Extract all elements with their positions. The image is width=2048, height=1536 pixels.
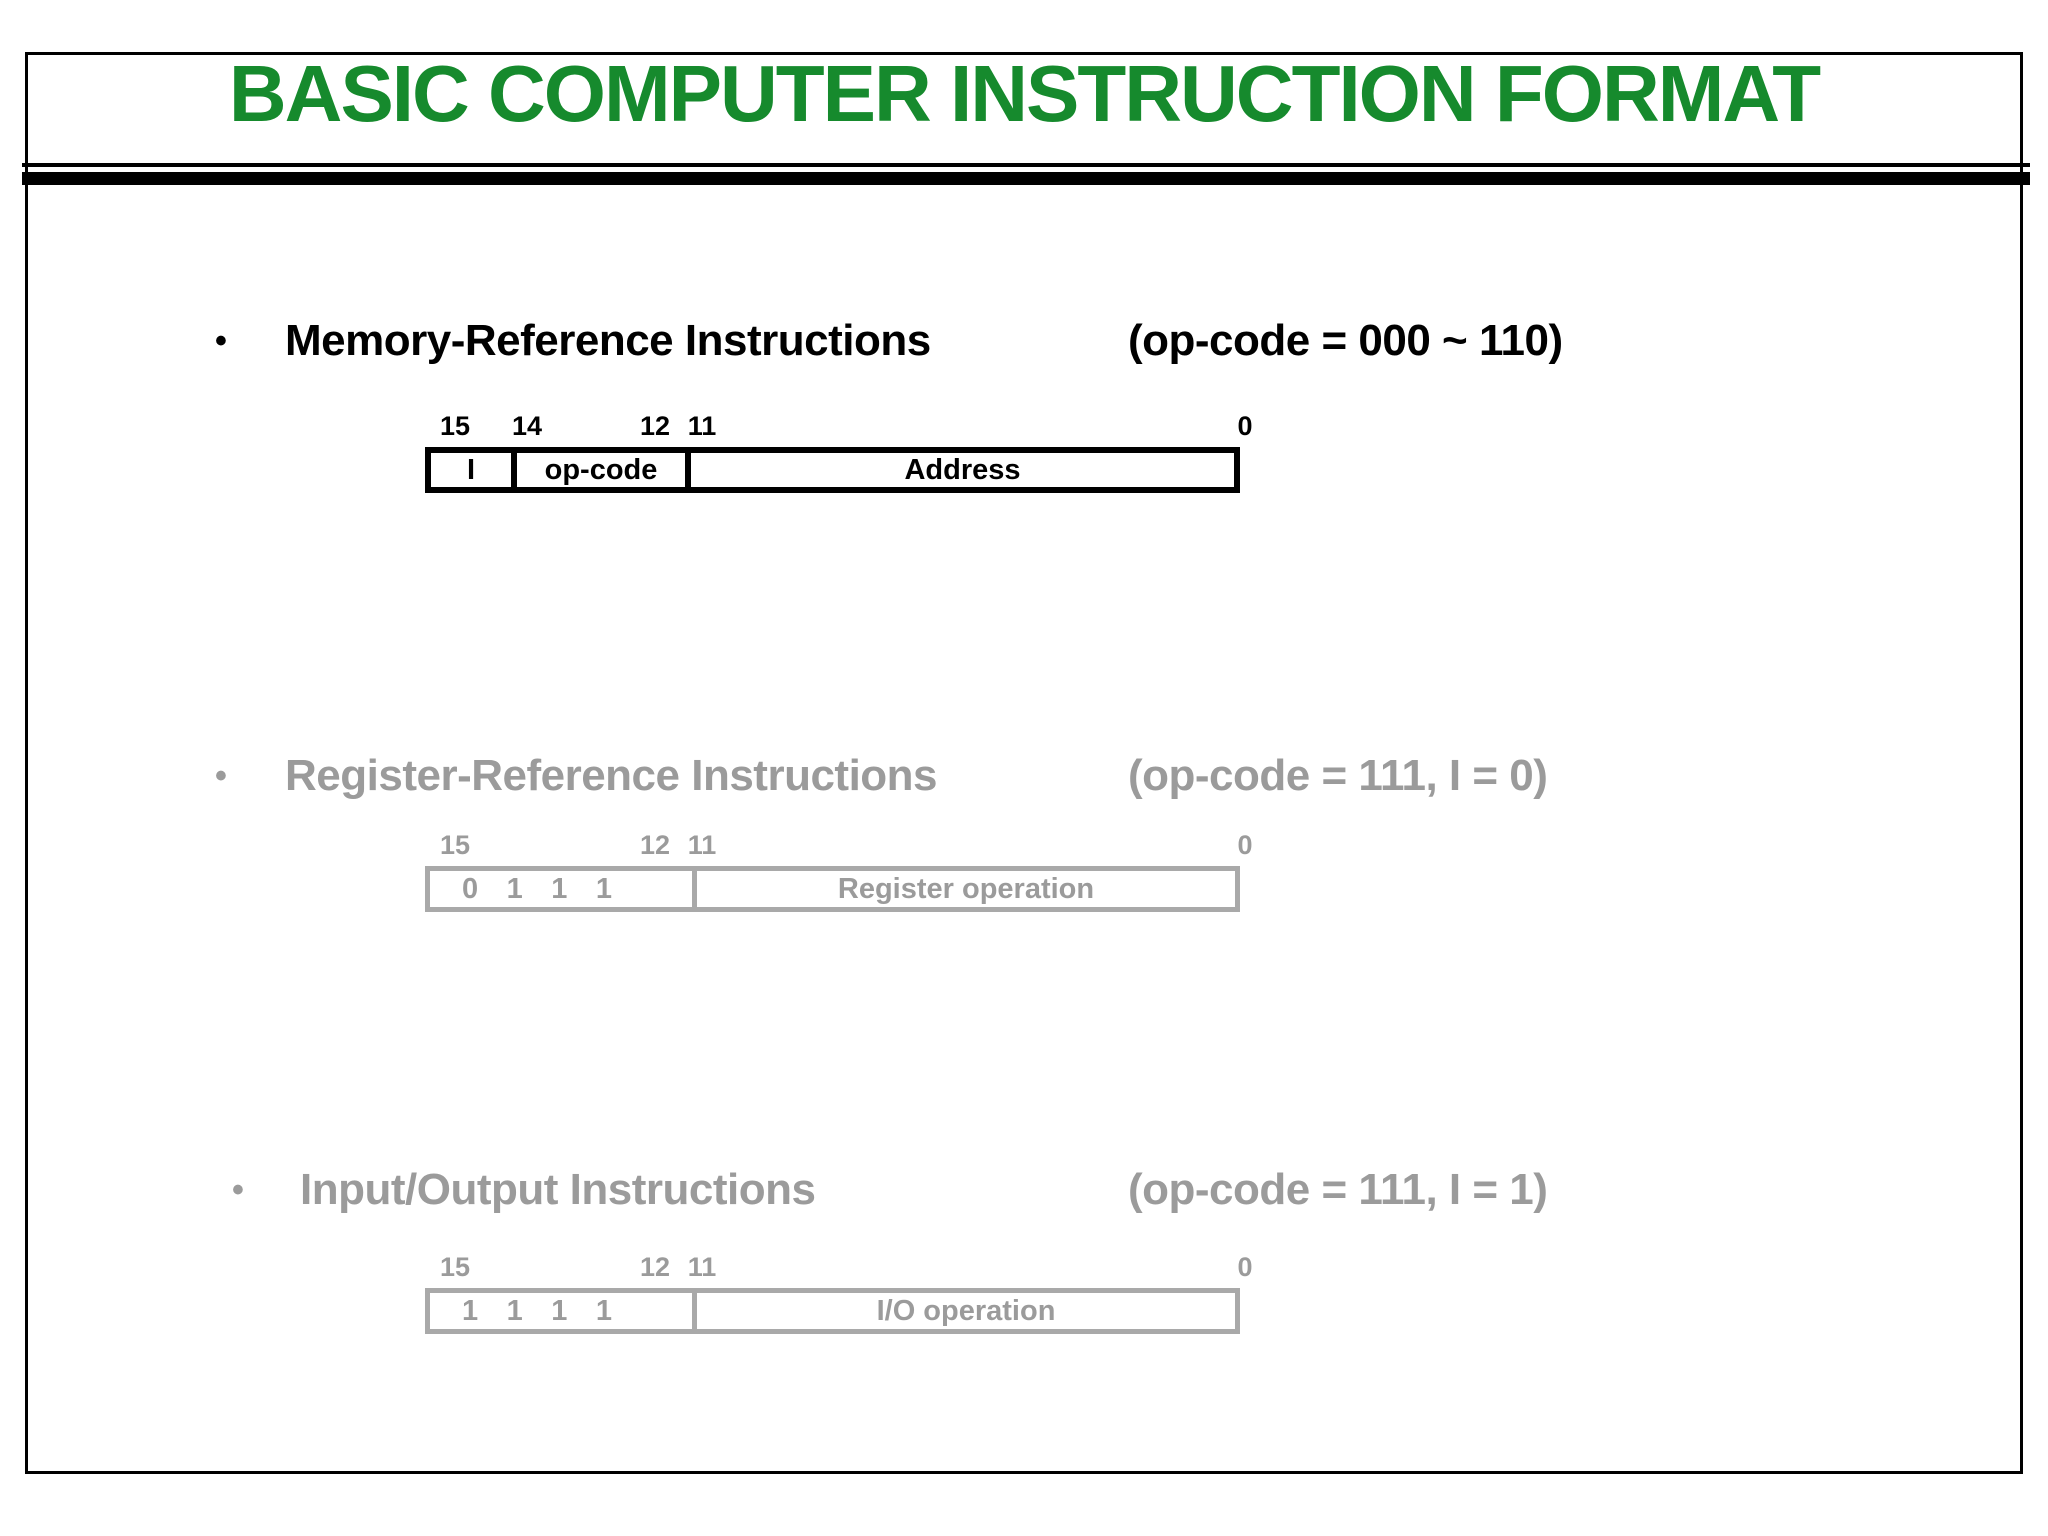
bit-digit: 1 bbox=[506, 1294, 523, 1327]
register-reference-heading: Register-Reference Instructions bbox=[285, 751, 938, 800]
field-address: Address bbox=[904, 453, 1021, 486]
bit-label-0: 0 bbox=[1237, 830, 1253, 860]
field-io-operation: I/O operation bbox=[876, 1294, 1056, 1327]
memory-reference-format-box: I op-code Address bbox=[425, 447, 1240, 493]
bit-digit: 1 bbox=[595, 872, 612, 905]
bit-digit: 1 bbox=[551, 1294, 568, 1327]
register-reference-format-box: 0 1 1 1 Register operation bbox=[425, 866, 1240, 912]
bit-label-15: 15 bbox=[439, 830, 471, 860]
field-register-operation: Register operation bbox=[837, 872, 1095, 905]
bit-label-12: 12 bbox=[639, 830, 671, 860]
bit-digit: 0 bbox=[462, 872, 479, 905]
field-i: I bbox=[431, 453, 517, 487]
bit-label-15: 15 bbox=[439, 411, 471, 441]
bit-label-14: 14 bbox=[511, 411, 543, 441]
bit-label-11: 11 bbox=[687, 1252, 717, 1282]
memory-reference-opcode-note: (op-code = 000 ~ 110) bbox=[1128, 316, 1563, 365]
memory-reference-heading: Memory-Reference Instructions bbox=[285, 316, 931, 365]
bullet-icon: • bbox=[232, 1171, 244, 1209]
bit-digit: 1 bbox=[462, 1294, 479, 1327]
bit-label-0: 0 bbox=[1237, 411, 1253, 441]
title-rule-thick bbox=[22, 172, 2030, 185]
bit-label-12: 12 bbox=[639, 1252, 671, 1282]
bit-label-0: 0 bbox=[1237, 1252, 1253, 1282]
input-output-opcode-note: (op-code = 111, I = 1) bbox=[1128, 1165, 1548, 1214]
slide-frame bbox=[25, 52, 2023, 1474]
field-opcode-bits: 0 1 1 1 bbox=[430, 871, 697, 907]
bit-digit: 1 bbox=[551, 872, 568, 905]
register-reference-opcode-note: (op-code = 111, I = 0) bbox=[1128, 751, 1548, 800]
field-opcode: op-code bbox=[517, 453, 691, 487]
bit-digit: 1 bbox=[595, 1294, 612, 1327]
bullet-icon: • bbox=[215, 322, 227, 360]
bit-label-12: 12 bbox=[639, 411, 671, 441]
bit-label-15: 15 bbox=[439, 1252, 471, 1282]
bit-digit: 1 bbox=[506, 872, 523, 905]
bit-label-11: 11 bbox=[687, 411, 717, 441]
bit-label-11: 11 bbox=[687, 830, 717, 860]
input-output-heading: Input/Output Instructions bbox=[300, 1165, 816, 1214]
bullet-icon: • bbox=[215, 757, 227, 795]
field-opcode-bits: 1 1 1 1 bbox=[430, 1293, 697, 1329]
title-rule-thin bbox=[22, 163, 2030, 167]
input-output-format-box: 1 1 1 1 I/O operation bbox=[425, 1288, 1240, 1334]
page-title: BASIC COMPUTER INSTRUCTION FORMAT bbox=[228, 49, 1821, 138]
